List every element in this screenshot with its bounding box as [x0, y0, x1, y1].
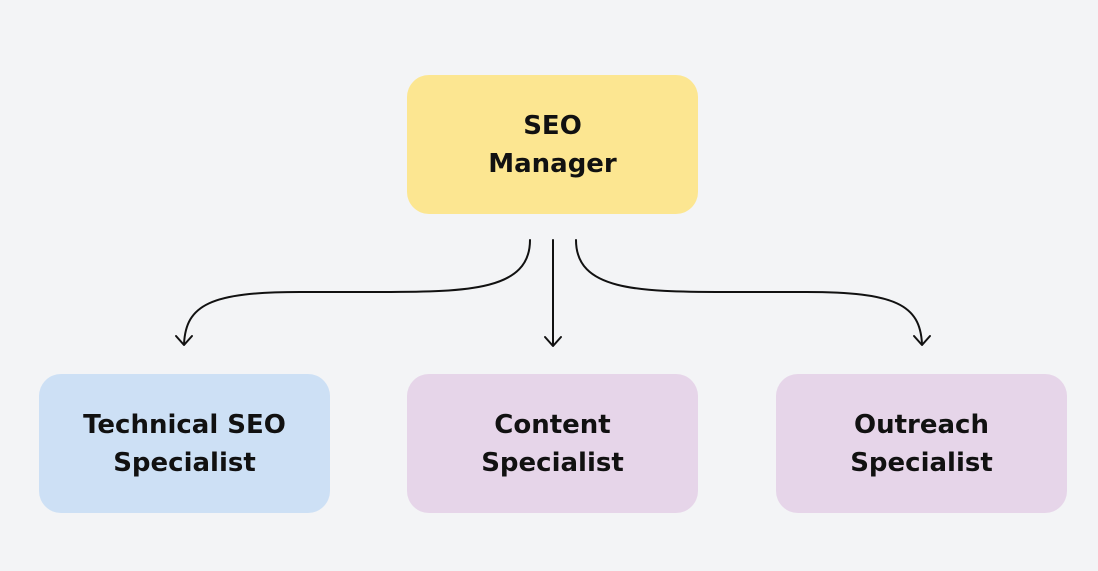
node-outreach-specialist-line-2: Specialist	[850, 447, 993, 478]
arrowhead-technical	[175, 335, 193, 346]
node-content-specialist-line-2: Specialist	[481, 447, 624, 478]
node-seo-manager-line-2: Manager	[488, 148, 617, 179]
arrowhead-outreach	[913, 335, 931, 346]
node-seo-manager-line-1: SEO	[523, 110, 582, 141]
node-outreach-specialist: Outreach Specialist	[776, 374, 1067, 513]
node-seo-manager: SEO Manager	[407, 75, 698, 214]
node-technical-seo-specialist: Technical SEO Specialist	[39, 374, 330, 513]
node-content-specialist-line-1: Content	[494, 409, 611, 440]
edge-manager-to-technical	[183, 239, 531, 345]
arrowhead-content	[544, 336, 562, 347]
node-content-specialist: Content Specialist	[407, 374, 698, 513]
node-technical-seo-specialist-line-2: Specialist	[113, 447, 256, 478]
node-technical-seo-specialist-line-1: Technical SEO	[83, 409, 286, 440]
node-outreach-specialist-line-1: Outreach	[854, 409, 989, 440]
edge-manager-to-outreach	[575, 239, 923, 345]
